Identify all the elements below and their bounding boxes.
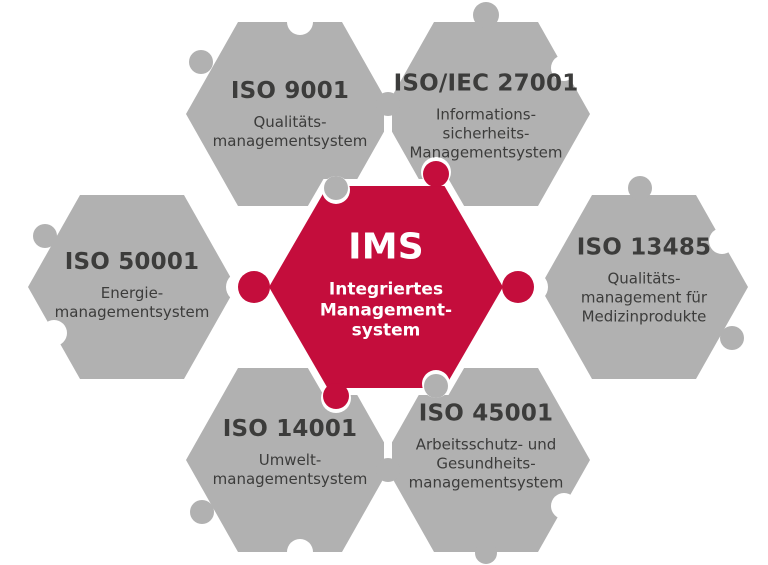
puzzle-tab-iso-45001-bottom (475, 542, 497, 564)
puzzle-tab-ims-bottom (323, 383, 349, 409)
puzzle-notch-iso-27001-right (551, 55, 577, 81)
puzzle-tab-iso-50001-left (33, 224, 57, 248)
puzzle-notch-iso-45001-right (551, 493, 577, 519)
puzzle-notch-iso-14001-bottom (287, 539, 313, 565)
puzzle-tab-iso-13485-right (720, 326, 744, 350)
puzzle-piece-iso-9001 (186, 22, 394, 206)
puzzle-piece-iso-13485 (540, 195, 748, 379)
gray-pieces (28, 2, 748, 564)
puzzle-tab-bottom-joint (376, 458, 400, 482)
puzzle-tab-top-joint (376, 92, 400, 116)
puzzle-tab-iso-27001-top (473, 2, 499, 28)
puzzle-piece-iso-14001 (186, 368, 394, 552)
puzzle-tab-iso-9001-into-ims (324, 176, 348, 200)
puzzle-tab-iso-9001-left (189, 50, 213, 74)
puzzle-notch-iso-50001-left (41, 320, 67, 346)
puzzle-notch-iso-13485-right (709, 228, 735, 254)
puzzle-tab-iso-13485-top (628, 176, 652, 200)
center-piece-notches (322, 176, 450, 398)
puzzle-piece-iso-iec-27001 (382, 22, 590, 206)
puzzle-tab-iso-45001-into-ims (424, 374, 448, 398)
puzzle-notch-iso-9001-top (287, 9, 313, 35)
puzzle-tab-ims-top (423, 161, 449, 187)
puzzle-tab-ims-right (502, 271, 534, 303)
puzzle-piece-iso-50001 (28, 195, 236, 379)
puzzle-piece-iso-45001 (382, 368, 590, 552)
puzzle-tab-iso-14001-left (190, 500, 214, 524)
gray-piece-joints (376, 88, 400, 486)
puzzle-tab-ims-left (238, 271, 270, 303)
puzzle-piece-ims-center (269, 186, 503, 388)
center-piece-tabs (238, 161, 534, 409)
